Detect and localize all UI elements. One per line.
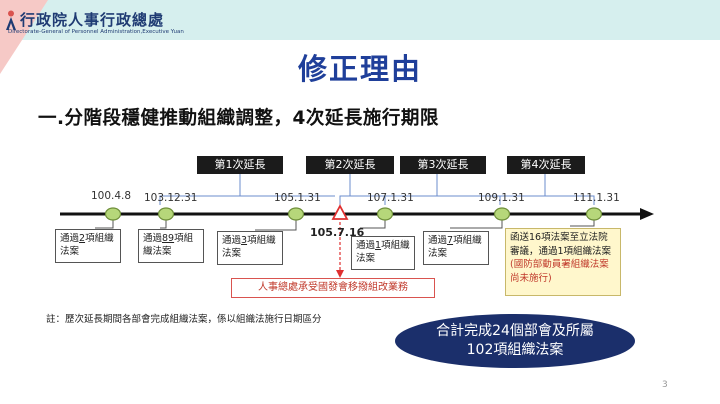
note-box-3: 通過3項組織法案 xyxy=(217,231,283,265)
warning-triangle-icon xyxy=(331,204,349,220)
note-final-connector xyxy=(570,220,595,227)
note-1-connector xyxy=(95,220,114,229)
summary-line-2: 102項組織法案 xyxy=(466,342,564,358)
note-box-4: 通過1項組織法案 xyxy=(351,236,415,270)
timeline-node xyxy=(493,207,511,221)
page-number: 3 xyxy=(662,380,668,390)
header-corner-decoration xyxy=(0,0,48,74)
page-title: 修正理由 xyxy=(297,52,422,86)
timeline-node xyxy=(157,207,175,221)
date-label: 111.1.31 xyxy=(573,192,620,204)
extension-box-2: 第2次延長 xyxy=(306,156,394,174)
date-label: 105.1.31 xyxy=(274,192,321,204)
org-subtitle: Directorate-General of Personnel Adminis… xyxy=(8,29,184,35)
timeline-node xyxy=(585,207,603,221)
extension-box-4: 第4次延長 xyxy=(507,156,585,174)
logo-icon xyxy=(6,10,16,30)
extension-3-bracket xyxy=(384,195,500,205)
timeline-node xyxy=(104,207,122,221)
date-label: 109.1.31 xyxy=(478,192,525,204)
org-name: 行政院人事行政總處 xyxy=(20,11,165,29)
date-label: 100.4.8 xyxy=(91,190,132,202)
extension-1-bracket xyxy=(159,195,335,205)
note-box-5: 通過7項組織法案 xyxy=(423,231,489,265)
footnote: 註：歷次延長期間各部會完成組織法案，係以組織法施行日期區分 xyxy=(46,314,322,325)
red-marker-arrowhead xyxy=(336,270,344,278)
note-3-connector xyxy=(255,220,297,231)
summary-ellipse: 合計完成24個部會及所屬 102項組織法案 xyxy=(395,314,635,368)
red-note-box: 人事總處承受國發會移撥組改業務 xyxy=(231,278,435,298)
timeline-node xyxy=(376,207,394,221)
slide-subtitle: 一.分階段穩健推動組織調整，4次延長施行期限 xyxy=(38,108,439,129)
date-label-highlight: 105.7.16 xyxy=(310,226,365,239)
extension-2-bracket xyxy=(339,195,385,205)
summary-line-1: 合計完成24個部會及所屬 xyxy=(436,323,594,339)
timeline-node xyxy=(287,207,305,221)
header-band xyxy=(0,0,720,40)
note-box-1: 通過2項組織法案 xyxy=(55,229,121,263)
note-2-connector xyxy=(160,220,167,229)
note-box-final: 函送16項法案至立法院審議，通過1項組織法案 (國防部動員署組織法案尚未施行) xyxy=(505,228,621,296)
note-4-connector xyxy=(360,220,386,229)
extension-4-bracket xyxy=(499,195,595,205)
note-5-connector xyxy=(450,220,503,229)
date-label: 103.12.31 xyxy=(144,192,198,204)
timeline-arrowhead xyxy=(640,208,654,220)
date-label: 107.1.31 xyxy=(367,192,414,204)
note-box-2: 通過89項組織法案 xyxy=(138,229,204,263)
extension-box-1: 第1次延長 xyxy=(197,156,283,174)
extension-box-3: 第3次延長 xyxy=(400,156,486,174)
